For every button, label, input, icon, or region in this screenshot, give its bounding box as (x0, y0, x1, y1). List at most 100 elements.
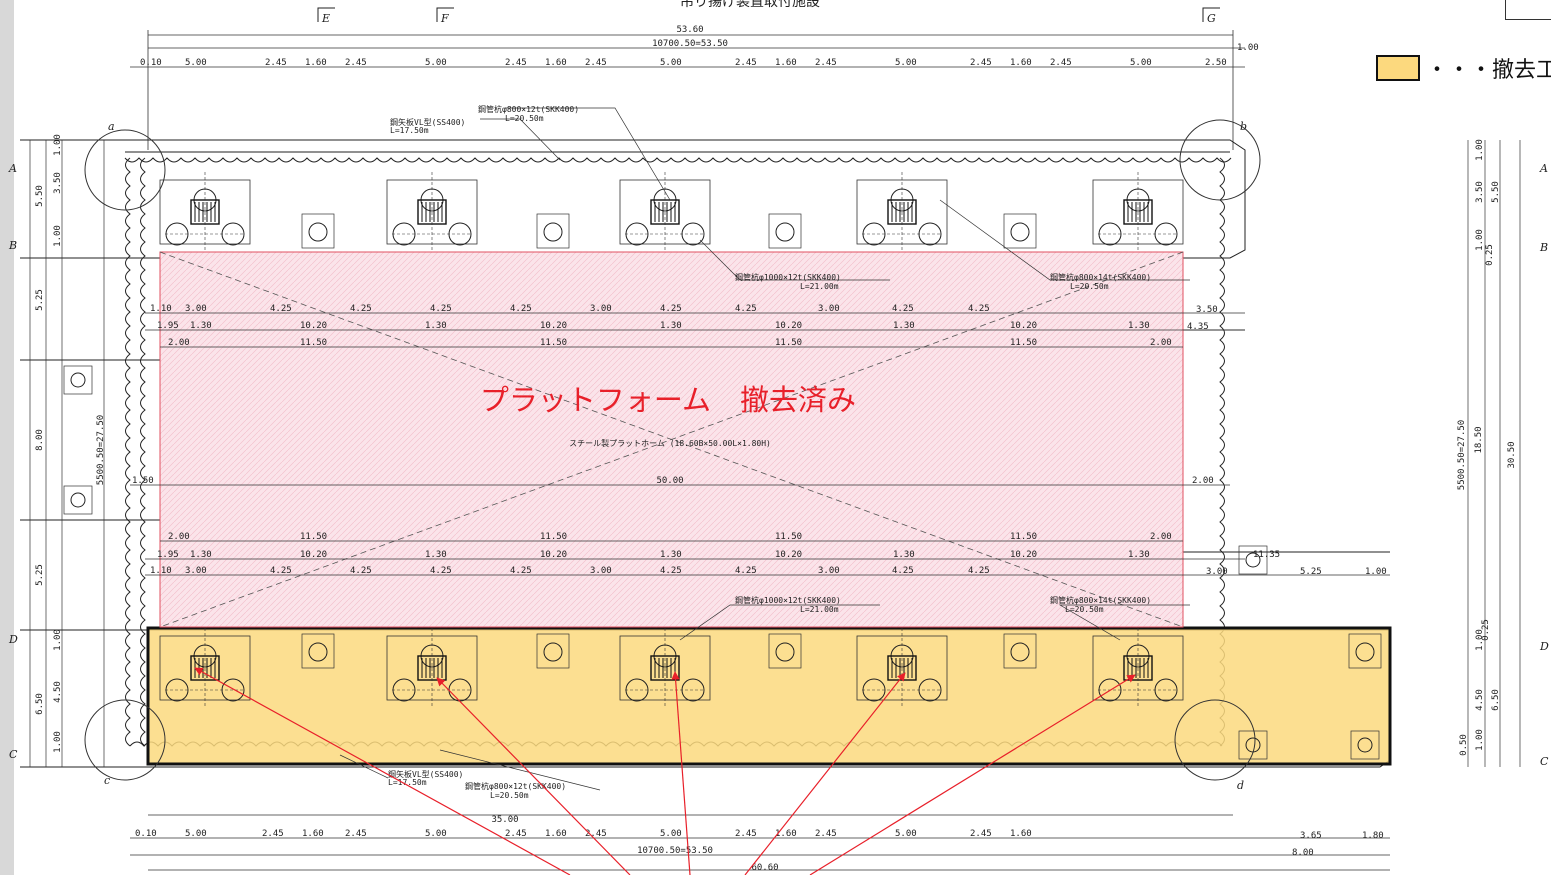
callout-pile-mid-a: 鋼管杭φ1000×12t(SKK400) (735, 272, 841, 282)
row-b-right: B (1539, 241, 1548, 254)
dim-425a-0: 1.10 (150, 304, 172, 314)
side-dim-lines (29, 140, 1521, 767)
dim-bot-6: 2.45 (505, 829, 527, 839)
single-pile-10 (301, 213, 335, 249)
dim-425a-4: 4.25 (430, 304, 452, 314)
dim-top-16: 2.45 (1050, 58, 1072, 68)
callout-pile-mid-a-len: L=21.00m (800, 282, 839, 291)
row-d-right: D (1539, 640, 1549, 653)
dim-top-8: 2.45 (585, 58, 607, 68)
dim-1150b-1: 11.50 (300, 532, 327, 542)
dim-right-side-7: 6.50 (1491, 689, 1501, 711)
dim-bot-11: 1.60 (775, 829, 797, 839)
pile-cluster-9 (1092, 628, 1184, 708)
dim-bot-0: 0.10 (135, 829, 157, 839)
removal-arrows (194, 667, 1136, 875)
removal-arrow-3 (744, 672, 906, 875)
dim-left-side-8: 4.50 (53, 681, 63, 703)
pile-cluster-6 (386, 628, 478, 708)
dim-1150b-2: 11.50 (540, 532, 567, 542)
dim-1150b-0: 2.00 (168, 532, 190, 542)
dim-top-13: 5.00 (895, 58, 917, 68)
overlay-removed-label: プラットフォーム 撤去済み (480, 383, 856, 417)
dim-top-0: 0.10 (140, 58, 162, 68)
dim-bottom-35: 35.00 (491, 815, 518, 825)
single-pile-14 (301, 633, 335, 669)
pile-cluster-7 (619, 628, 711, 708)
dim-right-1135: 11.35 (1253, 550, 1280, 560)
grid-col-f: F (440, 12, 449, 25)
callout-pile-bot-a-len: L=20.50m (490, 791, 529, 800)
grid-col-markers (317, 7, 1220, 22)
removal-arrow-2 (671, 671, 691, 875)
dim-bot-15: 1.60 (1010, 829, 1032, 839)
dim-bot-1: 5.00 (185, 829, 207, 839)
dim-top-6: 2.45 (505, 58, 527, 68)
callout-pile-low-a: 鋼管杭φ1000×12t(SKK400) (735, 595, 841, 605)
single-pile-11 (536, 213, 570, 249)
dim-top-5: 5.00 (425, 58, 447, 68)
pile-cluster-4 (1092, 172, 1184, 252)
dim-left-side: 1.003.505.501.005.258.005.251.004.506.50… (35, 134, 63, 753)
dim-1150a-1: 11.50 (300, 338, 327, 348)
callout-pile-top-a: 鋼管杭φ800×12t(SKK400) (478, 104, 579, 114)
row-a-left: A (8, 162, 17, 175)
dim-bot-7: 1.60 (545, 829, 567, 839)
legend-label: ・・・撤去工 (1426, 58, 1551, 83)
side-pile-19 (63, 365, 93, 395)
dim-425a-7: 4.25 (660, 304, 682, 314)
row-b-left: B (8, 239, 17, 252)
dim-425a-6: 3.00 (590, 304, 612, 314)
callout-leaders (339, 107, 1190, 791)
dim-425a-5: 4.25 (510, 304, 532, 314)
pile-cluster-3 (856, 172, 948, 252)
dim-1150a-3: 11.50 (775, 338, 802, 348)
dim-1020a-7: 1.30 (893, 321, 915, 331)
dim-top-1: 5.00 (185, 58, 207, 68)
dim-right-365: 3.65 (1300, 831, 1322, 841)
dim-bot-5: 5.00 (425, 829, 447, 839)
callout-pile-mid-b-len: L=20.50m (1070, 282, 1109, 291)
dim-platform-right: 2.00 (1192, 476, 1214, 486)
dim-top-14: 2.45 (970, 58, 992, 68)
dim-top-7: 1.60 (545, 58, 567, 68)
dim-top-3: 1.60 (305, 58, 327, 68)
dim-top-18: 2.50 (1205, 58, 1227, 68)
dim-right-side-0: 1.00 (1475, 139, 1485, 161)
removal-arrow-0 (194, 667, 571, 875)
callout-pile-low-a-len: L=21.00m (800, 605, 839, 614)
dim-1020a-4: 10.20 (540, 321, 567, 331)
dim-1020a-6: 10.20 (775, 321, 802, 331)
dim-1020a-9: 1.30 (1128, 321, 1150, 331)
dim-right-800: 8.00 (1292, 848, 1314, 858)
dim-right-side-4: 0.25 (1485, 244, 1495, 266)
dim-top-end: 1.00 (1237, 43, 1259, 53)
dim-right-350: 3.50 (1196, 305, 1218, 315)
dim-1020b-2: 10.20 (300, 550, 327, 560)
dim-right-side-3: 1.00 (1475, 229, 1485, 251)
dim-425a-2: 4.25 (270, 304, 292, 314)
dim-425a-3: 4.25 (350, 304, 372, 314)
side-pile-22 (1350, 730, 1380, 760)
dim-1020b-0: 1.95 (157, 550, 179, 560)
callout-pile-low-b: 鋼管杭φ800×14t(SKK400) (1050, 595, 1151, 605)
dim-1020b-3: 1.30 (425, 550, 447, 560)
dim-425b-7: 4.25 (660, 566, 682, 576)
dim-1020b-7: 1.30 (893, 550, 915, 560)
callout-pile-low-b-len: L=20.50m (1065, 605, 1104, 614)
single-pile-13 (1003, 213, 1037, 249)
pile-cluster-0 (159, 172, 251, 252)
single-pile-17 (1003, 633, 1037, 669)
dim-bot-2: 2.45 (262, 829, 284, 839)
dim-1020b-6: 10.20 (775, 550, 802, 560)
dim-425a-10: 4.25 (892, 304, 914, 314)
legend: ・・・撤去工 (1376, 52, 1551, 84)
dim-1020a-1: 1.30 (190, 321, 212, 331)
dim-right-side-8: 1.00 (1475, 729, 1485, 751)
dim-1020a-2: 10.20 (300, 321, 327, 331)
grid-col-g: G (1207, 12, 1216, 25)
